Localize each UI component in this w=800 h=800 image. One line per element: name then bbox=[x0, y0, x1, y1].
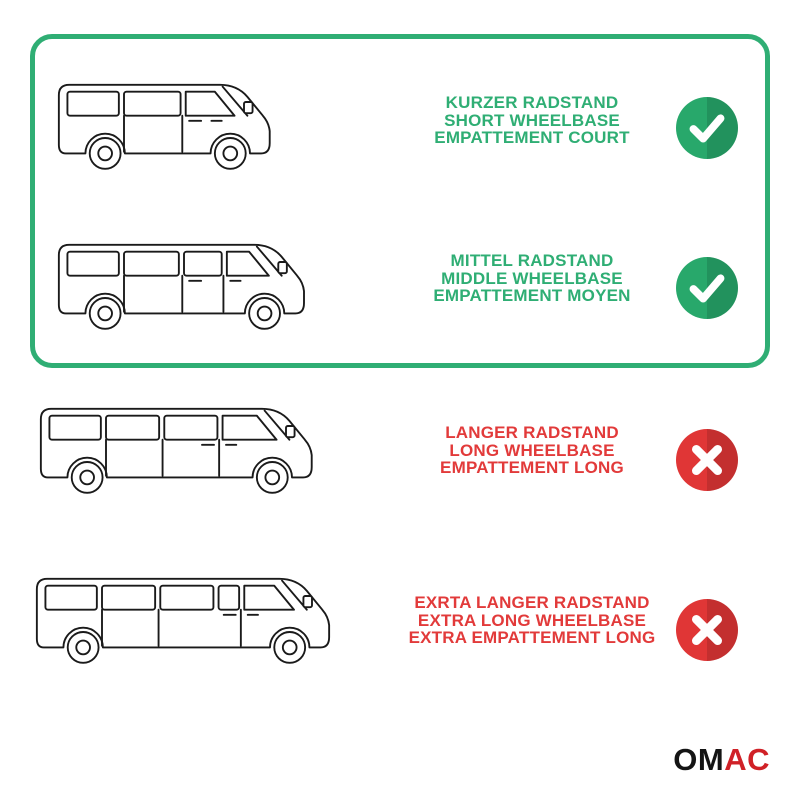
label-line-de: LANGER RADSTAND bbox=[445, 423, 619, 442]
label-line-en: LONG WHEELBASE bbox=[449, 440, 615, 460]
cross-icon bbox=[676, 599, 738, 661]
label-line-en: EXTRA LONG WHEELBASE bbox=[417, 610, 647, 630]
label-line-de: EXRTA LANGER RADSTAND bbox=[414, 593, 650, 612]
van-middle-svg bbox=[57, 243, 305, 330]
label-middle-wheelbase: MITTEL RADSTAND MIDDLE WHEELBASE EMPATTE… bbox=[392, 252, 672, 305]
check-icon bbox=[676, 97, 738, 159]
label-line-de: MITTEL RADSTAND bbox=[450, 251, 614, 270]
label-line-fr: EMPATTEMENT MOYEN bbox=[433, 286, 631, 306]
van-illustration-long bbox=[34, 390, 351, 498]
van-illustration-middle bbox=[52, 226, 343, 334]
van-long-svg bbox=[39, 407, 313, 494]
label-line-fr: EMPATTEMENT LONG bbox=[440, 458, 624, 478]
van-illustration-short bbox=[52, 66, 309, 174]
van-illustration-extra-long bbox=[30, 560, 369, 668]
label-line-fr: EXTRA EMPATTEMENT LONG bbox=[408, 628, 656, 648]
label-line-de: KURZER RADSTAND bbox=[445, 93, 619, 112]
van-short-svg bbox=[57, 83, 271, 170]
compatible-variants-frame bbox=[30, 34, 770, 368]
omac-logo: OMAC bbox=[673, 742, 770, 778]
label-line-fr: EMPATTEMENT COURT bbox=[434, 128, 630, 148]
logo-text-red: AC bbox=[724, 742, 770, 777]
label-short-wheelbase: KURZER RADSTAND SHORT WHEELBASE EMPATTEM… bbox=[392, 94, 672, 147]
cross-icon bbox=[676, 429, 738, 491]
label-long-wheelbase: LANGER RADSTAND LONG WHEELBASE EMPATTEME… bbox=[392, 424, 672, 477]
logo-text-black: OM bbox=[673, 742, 725, 777]
label-extra-long-wheelbase: EXRTA LANGER RADSTAND EXTRA LONG WHEELBA… bbox=[392, 594, 672, 647]
label-line-en: MIDDLE WHEELBASE bbox=[441, 268, 623, 288]
label-line-en: SHORT WHEELBASE bbox=[444, 110, 620, 130]
check-icon bbox=[676, 257, 738, 319]
van-extra-long-svg bbox=[35, 577, 331, 664]
